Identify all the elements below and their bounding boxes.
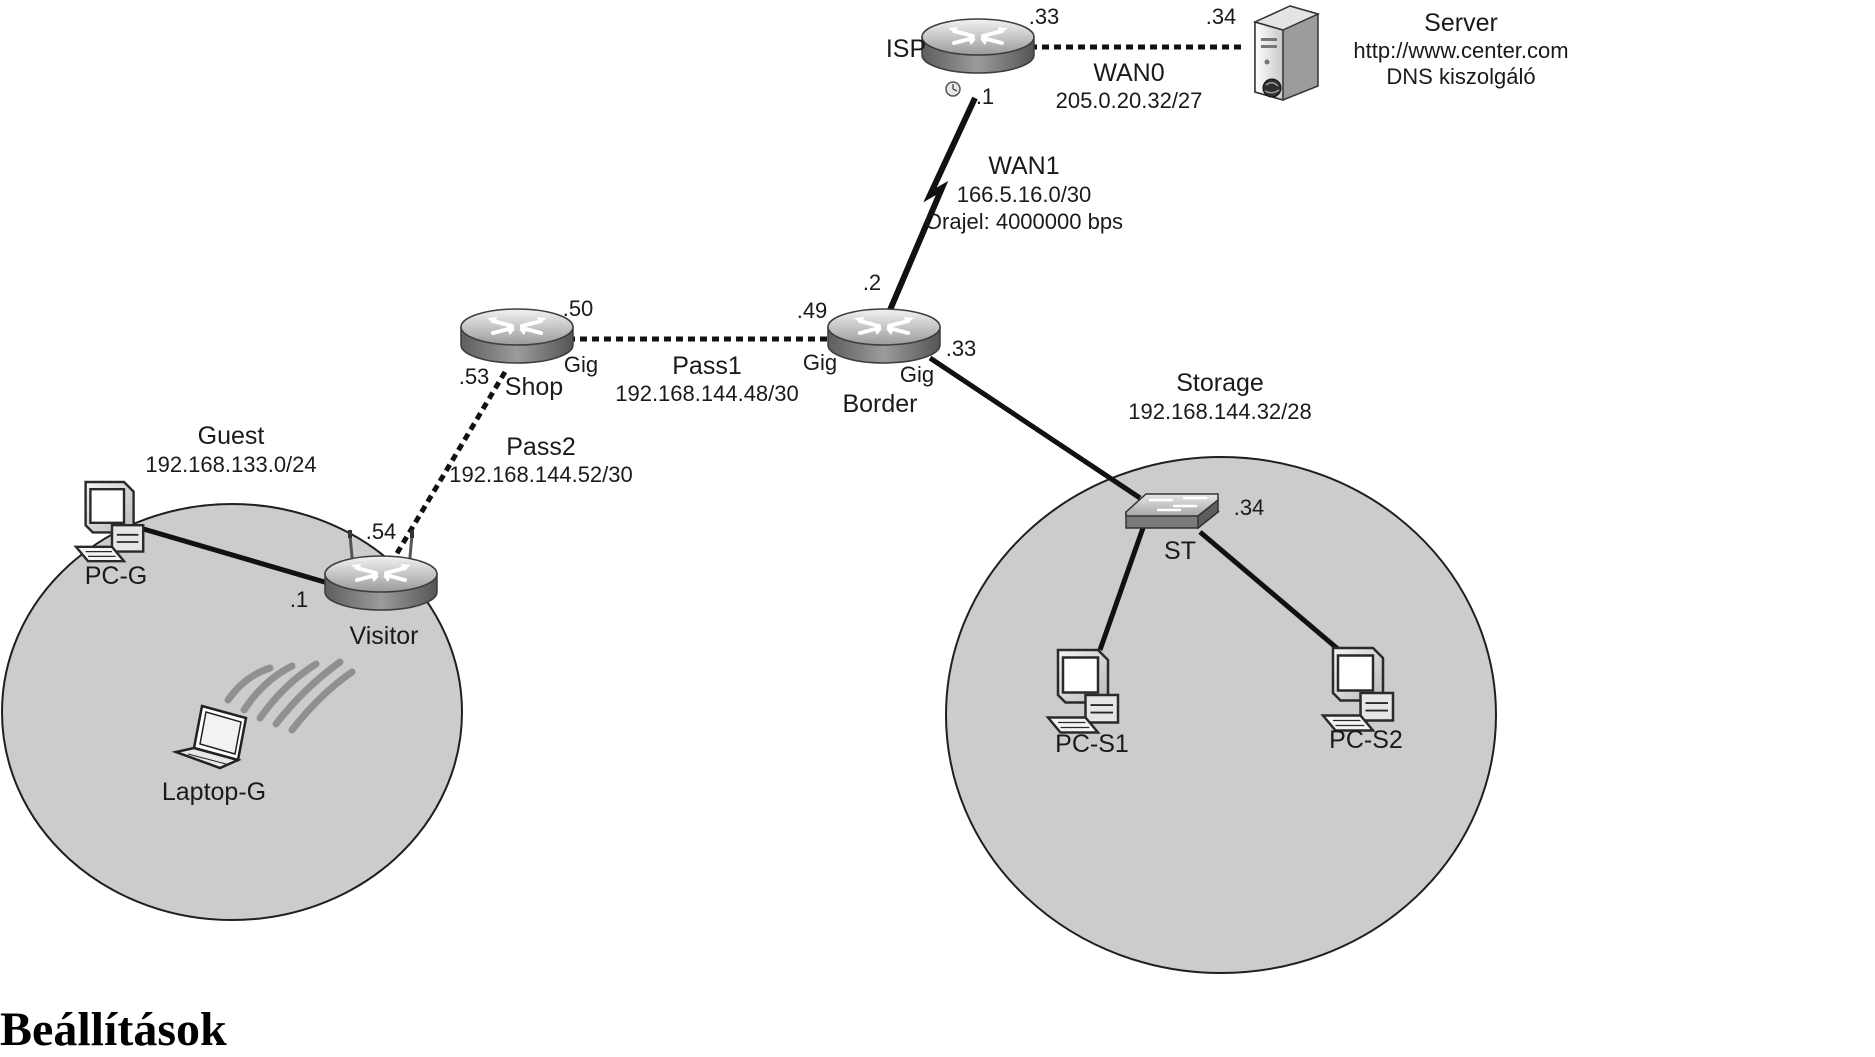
- isp-label: ISP: [886, 35, 926, 63]
- isp-wan0-address: .33: [1029, 4, 1060, 29]
- laptop-g-label: Laptop-G: [162, 778, 266, 806]
- server-url: http://www.center.com: [1353, 38, 1568, 63]
- border-wan1-address: .2: [863, 270, 881, 295]
- pass2-link[interactable]: [390, 370, 508, 562]
- pc-g-visitor-link[interactable]: [139, 525, 346, 591]
- shop-pass2-address: .53: [459, 364, 490, 389]
- pc-g-icon[interactable]: [74, 480, 145, 563]
- storage-area: [945, 456, 1497, 974]
- pc-g-label: PC-G: [85, 562, 148, 590]
- pass2-network: 192.168.144.52/30: [449, 462, 633, 487]
- clock-icon: [945, 81, 961, 97]
- server-address: .34: [1206, 4, 1237, 29]
- wan1-serial-link[interactable]: [887, 96, 978, 312]
- st-address: .34: [1234, 495, 1265, 520]
- wan0-network: 205.0.20.32/27: [1056, 88, 1203, 113]
- pc-s1-label: PC-S1: [1055, 730, 1129, 758]
- border-st-link[interactable]: [928, 355, 1142, 501]
- pc-s1-icon[interactable]: [1046, 648, 1120, 734]
- shop-pass1-address: .50: [563, 296, 594, 321]
- shop-label: Shop: [505, 373, 563, 401]
- server-label: Server: [1424, 9, 1498, 37]
- guest-area-network: 192.168.133.0/24: [145, 452, 316, 477]
- border-storage-address: .33: [946, 336, 977, 361]
- wan0-label: WAN0: [1093, 59, 1164, 87]
- visitor-wireless-router-icon[interactable]: [323, 530, 439, 612]
- storage-area-network: 192.168.144.32/28: [1128, 399, 1312, 424]
- server-role: DNS kiszolgáló: [1386, 64, 1535, 89]
- st-switch-icon[interactable]: [1125, 493, 1221, 530]
- visitor-guest-address: .1: [290, 587, 308, 612]
- st-label: ST: [1164, 537, 1196, 565]
- storage-area-name: Storage: [1176, 369, 1264, 397]
- wan1-clock-rate: Órajel: 4000000 bps: [925, 209, 1123, 234]
- laptop-g-icon[interactable]: [171, 704, 248, 770]
- isp-wan1-address: .1: [976, 84, 994, 109]
- shop-router-icon[interactable]: [459, 307, 575, 365]
- border-label: Border: [842, 390, 917, 418]
- pass2-label: Pass2: [506, 433, 575, 461]
- pc-s2-label: PC-S2: [1329, 726, 1403, 754]
- border-router-icon[interactable]: [826, 307, 942, 365]
- pc-s2-icon[interactable]: [1321, 646, 1395, 732]
- guest-area-name: Guest: [198, 422, 265, 450]
- st-pc-s1-link[interactable]: [1097, 527, 1146, 651]
- visitor-label: Visitor: [349, 622, 418, 650]
- border-gig-pass1-interface: Gig: [803, 350, 837, 375]
- settings-heading: Beállítások: [0, 1003, 227, 1056]
- isp-router-icon[interactable]: [920, 17, 1036, 75]
- pass1-network: 192.168.144.48/30: [615, 381, 799, 406]
- server-icon[interactable]: [1252, 5, 1321, 101]
- visitor-pass2-address: .54: [366, 519, 397, 544]
- wan1-network: 166.5.16.0/30: [957, 182, 1092, 207]
- guest-area: [1, 503, 463, 921]
- border-pass1-address: .49: [797, 298, 828, 323]
- pass1-label: Pass1: [672, 352, 741, 380]
- wireless-waves-icon: [224, 658, 356, 734]
- wan1-label: WAN1: [988, 152, 1059, 180]
- shop-gig-interface: Gig: [564, 352, 598, 377]
- border-gig-storage-interface: Gig: [900, 362, 934, 387]
